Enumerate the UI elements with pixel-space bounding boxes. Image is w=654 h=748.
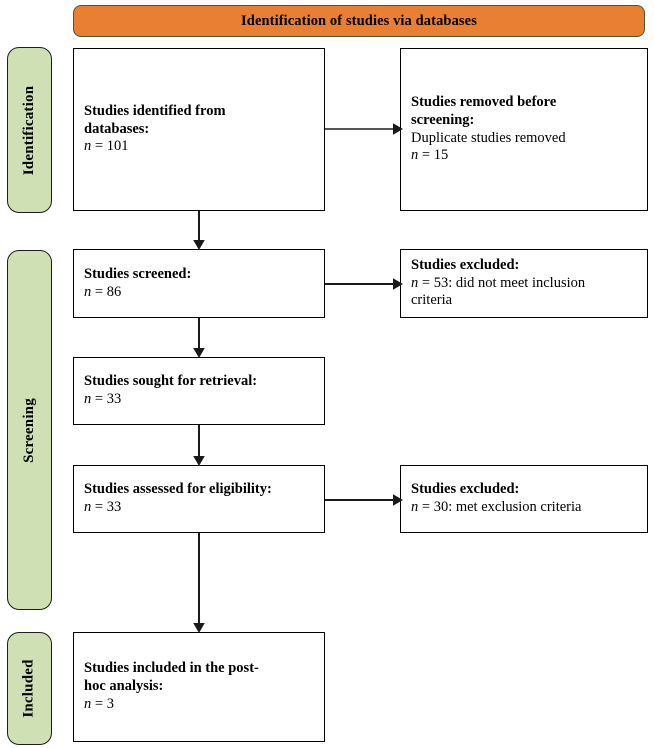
box-heading: Studies assessed for eligibility: — [84, 481, 272, 498]
box-heading-line-1: Studies removed before — [411, 94, 557, 111]
count-reason: : did not meet inclusion — [448, 274, 586, 291]
count-equals: = — [418, 147, 434, 164]
arrow-identified-to-removed — [325, 120, 404, 138]
box-count-line: n = 15 — [411, 147, 637, 165]
count-symbol: n — [84, 138, 92, 155]
phase-tab-included: Included — [7, 632, 52, 745]
flow-box-studies-included: Studies included in the post- hoc analys… — [73, 632, 325, 742]
box-count-line: n = 33 — [84, 499, 314, 517]
arrow-eligibility-to-included — [190, 533, 208, 634]
count-value: 15 — [433, 147, 449, 164]
box-heading-line-1: Studies identified from — [84, 102, 226, 119]
count-value: 86 — [106, 283, 122, 300]
stage-banner-identification-databases: Identification of studies via databases — [73, 5, 645, 37]
flow-box-studies-excluded-eligibility: Studies excluded: n = 30: met exclusion … — [400, 465, 648, 533]
count-symbol: n — [84, 283, 92, 300]
box-heading-line-1: Studies included in the post- — [84, 660, 259, 677]
count-symbol: n — [411, 274, 419, 291]
count-equals: = — [91, 499, 107, 515]
count-symbol: n — [84, 695, 92, 712]
count-value: 101 — [106, 138, 129, 155]
count-equals: = — [418, 274, 434, 291]
arrow-eligibility-to-excluded — [325, 491, 404, 509]
box-count-line: n = 3 — [84, 696, 314, 714]
count-equals: = — [91, 391, 107, 407]
count-value: 33 — [106, 499, 122, 515]
flow-box-studies-removed: Studies removed before screening: Duplic… — [400, 48, 648, 211]
arrow-screened-to-sought — [190, 318, 208, 359]
phase-tab-included-label: Included — [21, 659, 38, 718]
count-symbol: n — [411, 499, 419, 515]
box-detail-line: Duplicate studies removed — [411, 129, 566, 146]
count-equals: = — [91, 138, 107, 155]
count-reason: : met exclusion criteria — [448, 499, 582, 515]
count-value: 33 — [106, 391, 122, 407]
box-heading: Studies excluded: — [411, 256, 520, 273]
arrow-screened-to-excluded — [325, 275, 404, 293]
count-equals: = — [91, 283, 107, 300]
flow-box-studies-assessed-eligibility: Studies assessed for eligibility: n = 33 — [73, 465, 325, 533]
flow-box-studies-excluded-screening: Studies excluded: n = 53: did not meet i… — [400, 249, 648, 318]
phase-tab-identification-label: Identification — [21, 85, 37, 175]
count-symbol: n — [84, 499, 92, 515]
count-value: 30 — [433, 499, 449, 515]
flow-box-studies-identified: Studies identified from databases: n = 1… — [73, 48, 325, 211]
box-count-line: n = 101 — [84, 138, 314, 156]
box-heading: Studies excluded: — [411, 481, 520, 498]
box-heading-line-2: hoc analysis: — [84, 678, 164, 695]
arrow-sought-to-eligibility — [190, 425, 208, 467]
count-value: 3 — [106, 695, 114, 712]
box-count-line: n = 53: did not meet inclusion — [411, 275, 637, 293]
box-heading-line-2: screening: — [411, 111, 475, 128]
flow-box-studies-screened: Studies screened: n = 86 — [73, 249, 325, 318]
arrow-identified-to-screened — [190, 211, 208, 251]
count-equals: = — [91, 695, 107, 712]
count-equals: = — [418, 499, 434, 515]
box-count-line: n = 86 — [84, 284, 314, 302]
box-reason-line-2: criteria — [411, 292, 453, 309]
count-symbol: n — [411, 147, 419, 164]
stage-banner-title: Identification of studies via databases — [241, 12, 477, 29]
count-value: 53 — [433, 274, 449, 291]
phase-tab-screening: Screening — [7, 250, 52, 610]
flow-box-studies-sought-retrieval: Studies sought for retrieval: n = 33 — [73, 357, 325, 425]
phase-tab-identification: Identification — [7, 47, 52, 213]
count-symbol: n — [84, 391, 92, 407]
box-count-line: n = 30: met exclusion criteria — [411, 499, 637, 517]
box-heading-line-2: databases: — [84, 120, 150, 137]
box-heading: Studies sought for retrieval: — [84, 373, 258, 390]
box-count-line: n = 33 — [84, 391, 314, 409]
phase-tab-screening-label: Screening — [21, 397, 38, 463]
box-heading: Studies screened: — [84, 265, 192, 282]
